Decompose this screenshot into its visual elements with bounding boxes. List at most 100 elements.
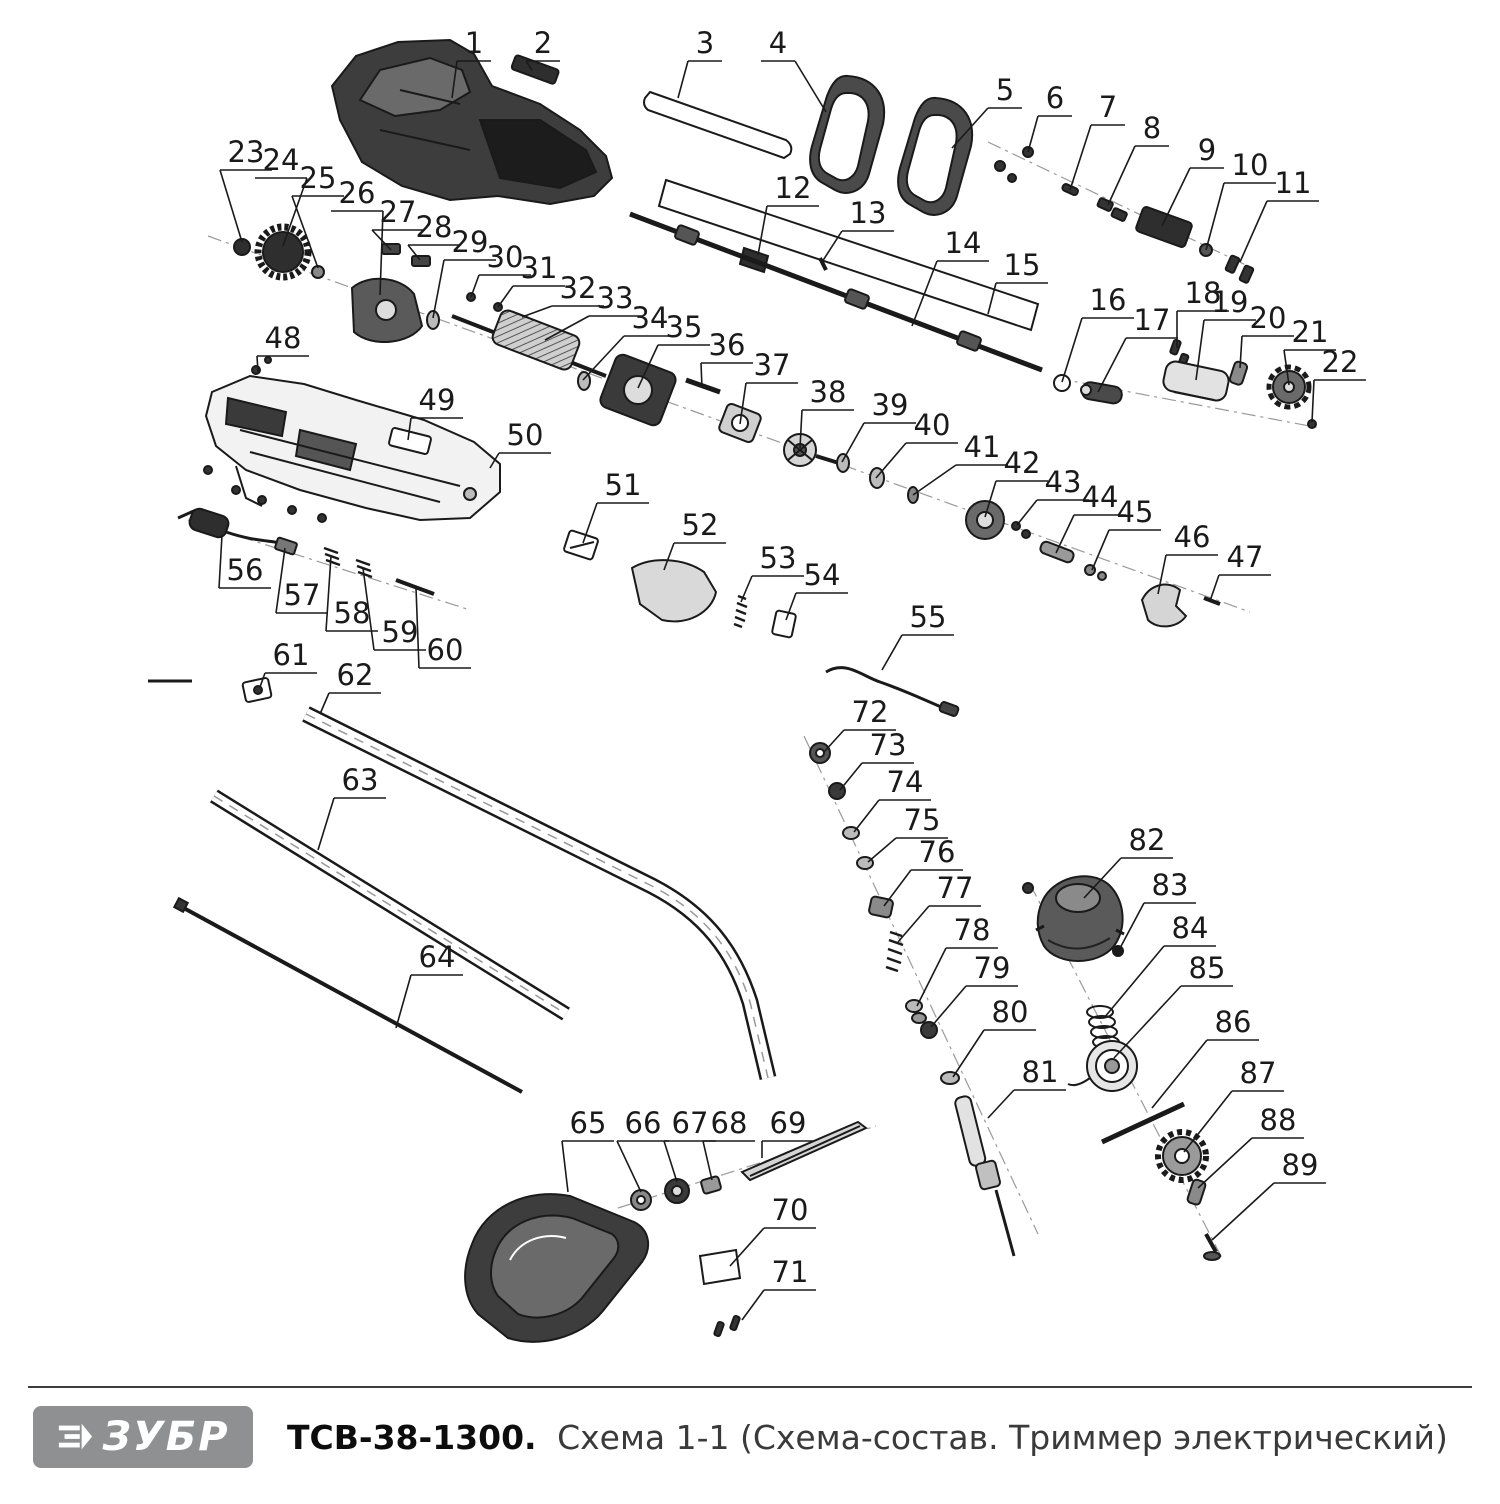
svg-text:54: 54 bbox=[804, 558, 841, 592]
svg-text:89: 89 bbox=[1282, 1148, 1319, 1182]
svg-text:74: 74 bbox=[887, 765, 924, 799]
svg-text:1: 1 bbox=[465, 26, 483, 60]
part-label-34: 34 bbox=[582, 301, 676, 381]
ring-16 bbox=[1053, 374, 1071, 392]
svg-text:60: 60 bbox=[427, 633, 464, 667]
armature-33 bbox=[451, 309, 607, 378]
part-label-54: 54 bbox=[785, 558, 848, 621]
button-54 bbox=[771, 609, 797, 639]
part-label-32: 32 bbox=[521, 271, 604, 318]
svg-text:17: 17 bbox=[1134, 303, 1171, 337]
model-number: ТСВ-38-1300. bbox=[287, 1417, 537, 1457]
svg-text:58: 58 bbox=[334, 596, 371, 630]
svg-text:32: 32 bbox=[560, 271, 597, 305]
part-label-59: 59 bbox=[362, 567, 426, 651]
svg-text:41: 41 bbox=[964, 430, 1001, 464]
spool-85 bbox=[1067, 1040, 1138, 1092]
part-label-47: 47 bbox=[1209, 540, 1271, 602]
shaft-chain-72-81 bbox=[809, 742, 1016, 1257]
part-label-62: 62 bbox=[319, 658, 381, 715]
part-label-76: 76 bbox=[883, 835, 963, 907]
svg-text:50: 50 bbox=[507, 418, 544, 452]
svg-text:61: 61 bbox=[273, 638, 310, 672]
spring-59 bbox=[355, 558, 373, 579]
part-label-16: 16 bbox=[1061, 283, 1134, 383]
part-label-78: 78 bbox=[916, 913, 998, 1007]
motor-housing-top bbox=[330, 38, 614, 206]
svg-text:55: 55 bbox=[910, 600, 947, 634]
part-label-73: 73 bbox=[839, 728, 914, 791]
spring-53 bbox=[733, 594, 748, 629]
svg-text:84: 84 bbox=[1172, 911, 1209, 945]
bracket-19 bbox=[1162, 360, 1230, 402]
svg-text:31: 31 bbox=[521, 251, 558, 285]
svg-text:85: 85 bbox=[1189, 951, 1226, 985]
part-label-26: 26 bbox=[331, 176, 384, 296]
spool-head bbox=[1022, 875, 1221, 1261]
part-label-53: 53 bbox=[740, 541, 804, 603]
svg-text:63: 63 bbox=[342, 763, 379, 797]
plate-70 bbox=[698, 1248, 742, 1286]
svg-text:45: 45 bbox=[1117, 495, 1154, 529]
part-label-79: 79 bbox=[930, 951, 1018, 1028]
part-label-77: 77 bbox=[897, 871, 981, 943]
svg-text:57: 57 bbox=[284, 578, 321, 612]
part-label-50: 50 bbox=[489, 418, 551, 469]
housing-screws bbox=[203, 356, 327, 523]
drive-rod-upper bbox=[629, 211, 1043, 373]
part-label-29: 29 bbox=[432, 225, 496, 319]
switch-51 bbox=[563, 529, 599, 561]
lower-shaft-81 bbox=[954, 1095, 1016, 1257]
screw-47 bbox=[1203, 596, 1221, 606]
part-label-63: 63 bbox=[317, 763, 386, 851]
svg-text:21: 21 bbox=[1292, 315, 1329, 349]
part-label-49: 49 bbox=[407, 383, 463, 441]
svg-text:33: 33 bbox=[597, 281, 634, 315]
washer-29 bbox=[426, 310, 440, 330]
screw-89 bbox=[1203, 1233, 1221, 1261]
power-plug bbox=[177, 507, 283, 545]
part-label-58: 58 bbox=[325, 555, 378, 632]
part-label-89: 89 bbox=[1211, 1148, 1326, 1241]
svg-text:69: 69 bbox=[770, 1106, 807, 1140]
cylinder-17 bbox=[1080, 381, 1123, 405]
part-label-48: 48 bbox=[256, 321, 309, 373]
svg-text:52: 52 bbox=[682, 508, 719, 542]
guard-shield-65 bbox=[464, 1193, 650, 1343]
svg-text:70: 70 bbox=[772, 1193, 809, 1227]
svg-text:46: 46 bbox=[1174, 520, 1211, 554]
footer: ЗУБР ТСВ-38-1300. Схема 1-1 (Схема-соста… bbox=[33, 1406, 1472, 1468]
part-label-83: 83 bbox=[1118, 868, 1196, 951]
part-label-56: 56 bbox=[218, 534, 271, 589]
blade-knife-69 bbox=[740, 1120, 868, 1182]
part-label-15: 15 bbox=[987, 248, 1048, 315]
svg-text:29: 29 bbox=[452, 225, 489, 259]
part-label-18: 18 bbox=[1176, 276, 1229, 348]
cable-clamp bbox=[274, 536, 298, 556]
svg-text:81: 81 bbox=[1022, 1055, 1059, 1089]
part-label-17: 17 bbox=[1097, 303, 1178, 393]
part-label-55: 55 bbox=[881, 600, 954, 671]
part-label-38: 38 bbox=[799, 375, 854, 449]
guard-fasteners bbox=[630, 1175, 722, 1211]
part-label-19: 19 bbox=[1195, 285, 1256, 381]
shaft-tube-short bbox=[643, 90, 793, 160]
svg-text:6: 6 bbox=[1046, 81, 1064, 115]
svg-text:67: 67 bbox=[672, 1106, 709, 1140]
ball-83 bbox=[1112, 945, 1124, 957]
part-label-51: 51 bbox=[582, 468, 649, 544]
svg-text:36: 36 bbox=[709, 328, 746, 362]
part-label-13: 13 bbox=[821, 196, 894, 263]
bushing-20 bbox=[1228, 360, 1249, 386]
fan-38 bbox=[783, 433, 843, 467]
svg-text:44: 44 bbox=[1082, 480, 1119, 514]
part-label-44: 44 bbox=[1055, 480, 1126, 554]
svg-text:30: 30 bbox=[487, 240, 524, 274]
svg-text:53: 53 bbox=[760, 541, 797, 575]
holder-46 bbox=[1140, 583, 1188, 628]
cover-plate bbox=[510, 54, 560, 85]
svg-text:38: 38 bbox=[810, 375, 847, 409]
svg-text:65: 65 bbox=[570, 1106, 607, 1140]
schema-subtitle: Схема 1-1 (Схема-состав. Триммер электри… bbox=[557, 1417, 1448, 1457]
